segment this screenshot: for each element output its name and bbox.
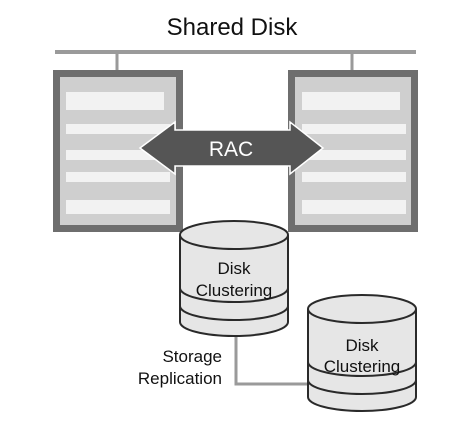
primary-disk-label-line2: Clustering: [196, 281, 273, 300]
secondary-disk-label-line2: Clustering: [324, 357, 401, 376]
server-right-strip: [302, 92, 400, 110]
secondary-disk-label-line1: Disk: [345, 336, 379, 355]
replication-label-line2: Replication: [138, 369, 222, 388]
server-left-strip: [66, 124, 170, 134]
server-left-strip: [66, 200, 170, 214]
rac-arrow: RAC: [138, 120, 325, 176]
server-right-strip: [302, 200, 406, 214]
replication-connector: [234, 336, 312, 386]
shared-bus: [55, 50, 416, 70]
server-right-strip: [302, 172, 406, 182]
server-left-strip: [66, 92, 164, 110]
secondary-disk: Disk Clustering: [307, 294, 417, 412]
diagram-title: Shared Disk: [167, 14, 299, 41]
replication-label-line1: Storage: [162, 347, 222, 366]
primary-disk: Disk Clustering: [179, 220, 289, 337]
rac-label: RAC: [209, 138, 253, 161]
primary-disk-label-line1: Disk: [217, 259, 251, 278]
server-right-strip: [302, 150, 406, 160]
server-left-strip: [66, 150, 170, 160]
server-left-strip: [66, 172, 170, 182]
server-right-strip: [302, 124, 406, 134]
